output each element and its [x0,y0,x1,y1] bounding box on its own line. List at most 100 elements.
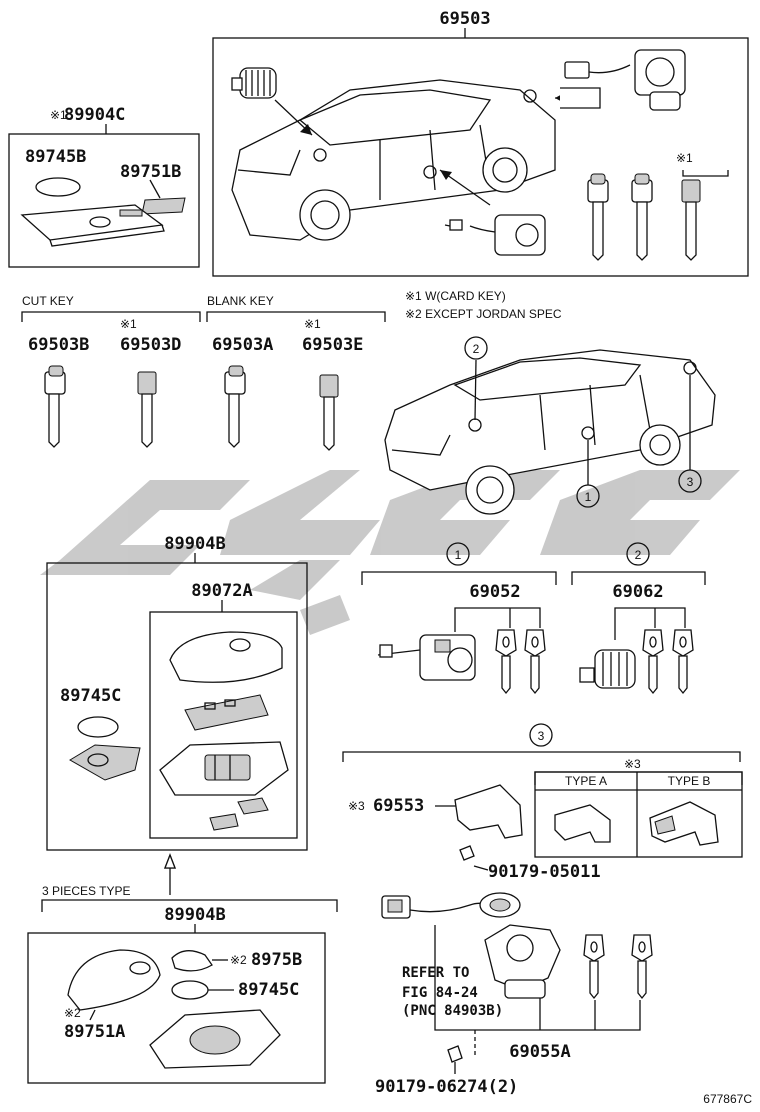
key-icon [137,371,157,448]
ignition-leader [434,925,641,1031]
type-a-label: TYPE A [565,774,607,788]
three-pieces-bracket [41,899,338,912]
cut-key-bracket [21,311,201,322]
transmitter-label: 89904B [164,534,225,554]
three-pieces-box [27,932,326,1084]
card-key-icon [20,204,165,247]
key-69503d-label: 69503D [120,335,181,355]
card-key-box [8,133,200,268]
ignition-label: 69055A [509,1042,570,1062]
group1-bracket [361,571,557,585]
locator-circle-3-label: 3 [687,475,694,489]
housing-box [149,611,298,839]
note-jordan: ※2 EXCEPT JORDAN SPEC [405,307,562,321]
key-69503e-mark: ※1 [304,317,321,331]
car-illustration-locator [384,349,716,515]
key-icon [495,629,517,695]
key-icon [319,374,339,451]
locator-circle-1 [576,484,600,508]
ignition-switch-top-icon [439,169,546,256]
screw1-label: 90179-05011 [488,862,601,882]
steering-column-cover-icon [454,784,523,839]
seal-hole [87,753,109,767]
group1-label: 69052 [469,582,520,602]
key-69503e-label: 69503E [302,335,363,355]
lock-cylinder-icon [579,649,636,689]
battery-icon [77,716,119,738]
card-key-label: 89904C [64,105,125,125]
screw-icon [447,1045,463,1063]
group1-circle-label: 1 [455,548,462,562]
key-69503b-label: 69503B [28,335,89,355]
car-illustration-top [231,79,556,241]
card-battery-label: 89745B [25,147,86,167]
ignition-switch-assembly-icon [381,892,561,999]
group2-bracket [571,571,706,585]
key-fob-cover-icon [67,949,161,1011]
card-insert-icon [141,197,186,215]
part-89745c-label: 89745C [238,980,299,1000]
card-body-leader [149,179,161,199]
key-icon [524,629,546,695]
cover-type-a-icon [554,804,611,843]
key-fob-base-icon [159,741,289,796]
ignition-harness-top-icon [554,49,686,111]
three-pieces-label: 89904B [164,905,225,925]
screw1-leader [473,865,489,871]
key-icon [672,629,694,695]
refer-line2: FIG 84-24 [402,985,478,1001]
small-parts-icon [209,797,269,831]
part-8975b-label: 8975B [251,950,302,970]
transmitter-battery-label: 89745C [60,686,121,706]
locator-circle-2-label: 2 [473,342,480,356]
key-icon [44,365,66,448]
circuit-board-icon [184,694,269,731]
key-fob-cover-icon [169,631,283,683]
three-pieces-title: 3 PIECES TYPE [42,884,130,898]
part-8975b-mark: ※2 [230,953,247,967]
cover-type-b-detail [654,815,676,835]
cover-type-b-icon [649,801,719,846]
arrow-up-head [164,853,176,869]
key-icon [642,629,664,695]
note-card-key: ※1 W(CARD KEY) [405,289,506,303]
key-icon [631,934,653,1000]
part-89751a-leader [89,1009,96,1021]
blank-key-bracket [206,311,386,322]
housing-label: 89072A [191,581,252,601]
top-key-mark: ※1 [676,151,693,165]
top-assembly-label: 69503 [439,9,490,29]
locator-circle-3 [678,469,702,493]
screw-icon [459,845,475,861]
door-lock-cylinder-icon [231,67,313,136]
battery-icon [171,980,209,1000]
group1-leader [454,607,541,632]
group1-circle [446,542,470,566]
cover-label: 69553 [373,796,424,816]
refer-line1: REFER TO [402,965,469,981]
transmitter-box [46,562,308,851]
group2-circle [626,542,650,566]
cut-key-title: CUT KEY [22,294,74,308]
refer-line3: (PNC 84903B) [402,1003,503,1019]
key-icon [587,173,609,261]
type-table [534,771,743,858]
battery-icon [35,177,81,197]
figure-id: 677867C [703,1092,752,1106]
part-89751a-label: 89751A [64,1022,125,1042]
key-icon [631,173,653,261]
cover-mark: ※3 [348,799,365,813]
blank-key-title: BLANK KEY [207,294,274,308]
card-body-label: 89751B [120,162,181,182]
card-key-mark: ※1 [50,108,67,122]
type-b-label: TYPE B [668,774,711,788]
key-69503d-mark: ※1 [120,317,137,331]
key-icon [681,179,701,261]
key-icon [224,365,246,448]
group3-circle-label: 3 [538,729,545,743]
group2-leader [614,607,686,640]
key-69503a-label: 69503A [212,335,273,355]
seal-icon [69,744,141,781]
group2-label: 69062 [612,582,663,602]
